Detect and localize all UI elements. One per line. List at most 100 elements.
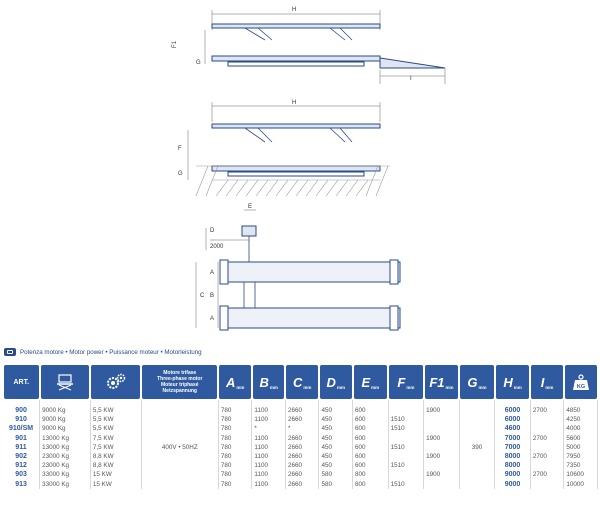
cell-art: 911 [3, 442, 41, 453]
cell-a: 780 [218, 415, 253, 425]
cell-b: 1100 [251, 415, 286, 425]
cell-d: 450 [318, 415, 354, 425]
cell-c: 2660 [285, 415, 320, 425]
cell-c: 2660 [285, 470, 320, 480]
cell-e: 600 [352, 424, 389, 434]
cell-capacity: 33000 Kg [39, 479, 91, 489]
cell-i: 2700 [530, 470, 565, 480]
cell-f: 1510 [388, 424, 425, 434]
cell-c: 2660 [285, 442, 320, 453]
label-b: B [210, 293, 214, 299]
cell-f: 1510 [388, 461, 425, 471]
cell-f: 1510 [388, 479, 425, 489]
cell-f [388, 470, 425, 480]
cell-f1 [423, 442, 460, 453]
cell-art: 910/SM [3, 424, 41, 434]
cell-power: 7,5 KW [90, 442, 142, 453]
label-d: D [210, 228, 215, 234]
cell-d: 450 [318, 461, 354, 471]
cell-d: 450 [318, 452, 354, 462]
cell-art: 903 [3, 470, 41, 480]
cell-w: 7350 [563, 461, 598, 471]
cell-c: 2660 [285, 400, 320, 416]
header-power [90, 364, 141, 400]
cell-capacity: 13000 Kg [39, 433, 91, 443]
cell-a: 780 [218, 400, 253, 416]
cell-c: 2660 [285, 461, 320, 471]
cell-power: 15 KW [90, 470, 142, 480]
cell-f1: 1900 [423, 470, 460, 480]
cell-b: 1100 [251, 470, 286, 480]
cell-motor: 400V • 50HZ [141, 400, 219, 489]
header-art: ART. [3, 364, 40, 400]
cell-d: 580 [318, 479, 354, 489]
lift-capacity-icon [56, 374, 73, 391]
cell-a: 780 [218, 479, 253, 489]
cell-i [530, 442, 565, 453]
cell-i: 2700 [530, 400, 565, 416]
cell-g [459, 433, 496, 443]
cell-i: 2700 [530, 433, 565, 443]
cell-b: 1100 [251, 442, 286, 453]
cell-g [459, 424, 496, 434]
cell-power: 8,8 KW [90, 452, 142, 462]
svg-text:KG: KG [577, 384, 585, 390]
cell-b: 1100 [251, 400, 286, 416]
technical-drawing: H F1 G I H F G E D 2000 A C B A [172, 7, 446, 331]
cell-c: 2660 [285, 452, 320, 462]
cell-f [388, 452, 425, 462]
cell-a: 780 [218, 470, 253, 480]
cell-capacity: 13000 Kg [39, 442, 91, 453]
label-h-mid: H [292, 100, 296, 106]
cell-g [459, 461, 496, 471]
cell-art: 900 [3, 400, 41, 416]
cell-capacity: 23000 Kg [39, 452, 91, 462]
cell-a: 780 [218, 461, 253, 471]
label-a-upper: A [210, 270, 214, 276]
cell-e: 800 [352, 479, 389, 489]
cell-w: 5000 [563, 442, 598, 453]
cell-w: 4000 [563, 424, 598, 434]
cell-power: 7,5 KW [90, 433, 142, 443]
cell-capacity: 9000 Kg [39, 424, 91, 434]
cell-w: 4250 [563, 415, 598, 425]
header-motor: Motore trifase Three-phase motor Moteur … [141, 364, 218, 400]
cell-b: * [251, 424, 286, 434]
cell-art: 902 [3, 452, 41, 462]
label-a-lower: A [210, 316, 214, 322]
cell-art: 913 [3, 479, 41, 489]
cell-b: 1100 [251, 479, 286, 489]
label-g-top: G [196, 60, 201, 66]
cell-a: 780 [218, 433, 253, 443]
cell-h: 6000 [494, 415, 531, 425]
cell-power: 8,8 KW [90, 461, 142, 471]
cell-b: 1100 [251, 433, 286, 443]
cell-f [388, 400, 425, 416]
cell-e: 600 [352, 461, 389, 471]
legend-text: Potenza motore • Motor power • Puissance… [20, 348, 202, 356]
cell-w: 4850 [563, 400, 598, 416]
cell-e: 600 [352, 452, 389, 462]
cell-a: 780 [218, 442, 253, 453]
cell-f1: 1900 [423, 400, 460, 416]
cell-f: 1510 [388, 415, 425, 425]
cell-e: 800 [352, 470, 389, 480]
cell-c: 2660 [285, 433, 320, 443]
cell-i [530, 461, 565, 471]
cell-i [530, 479, 565, 489]
weight-icon: KG [572, 374, 589, 390]
label-e: E [248, 204, 252, 210]
cell-power: 15 KW [90, 479, 142, 489]
cell-a: 780 [218, 424, 253, 434]
